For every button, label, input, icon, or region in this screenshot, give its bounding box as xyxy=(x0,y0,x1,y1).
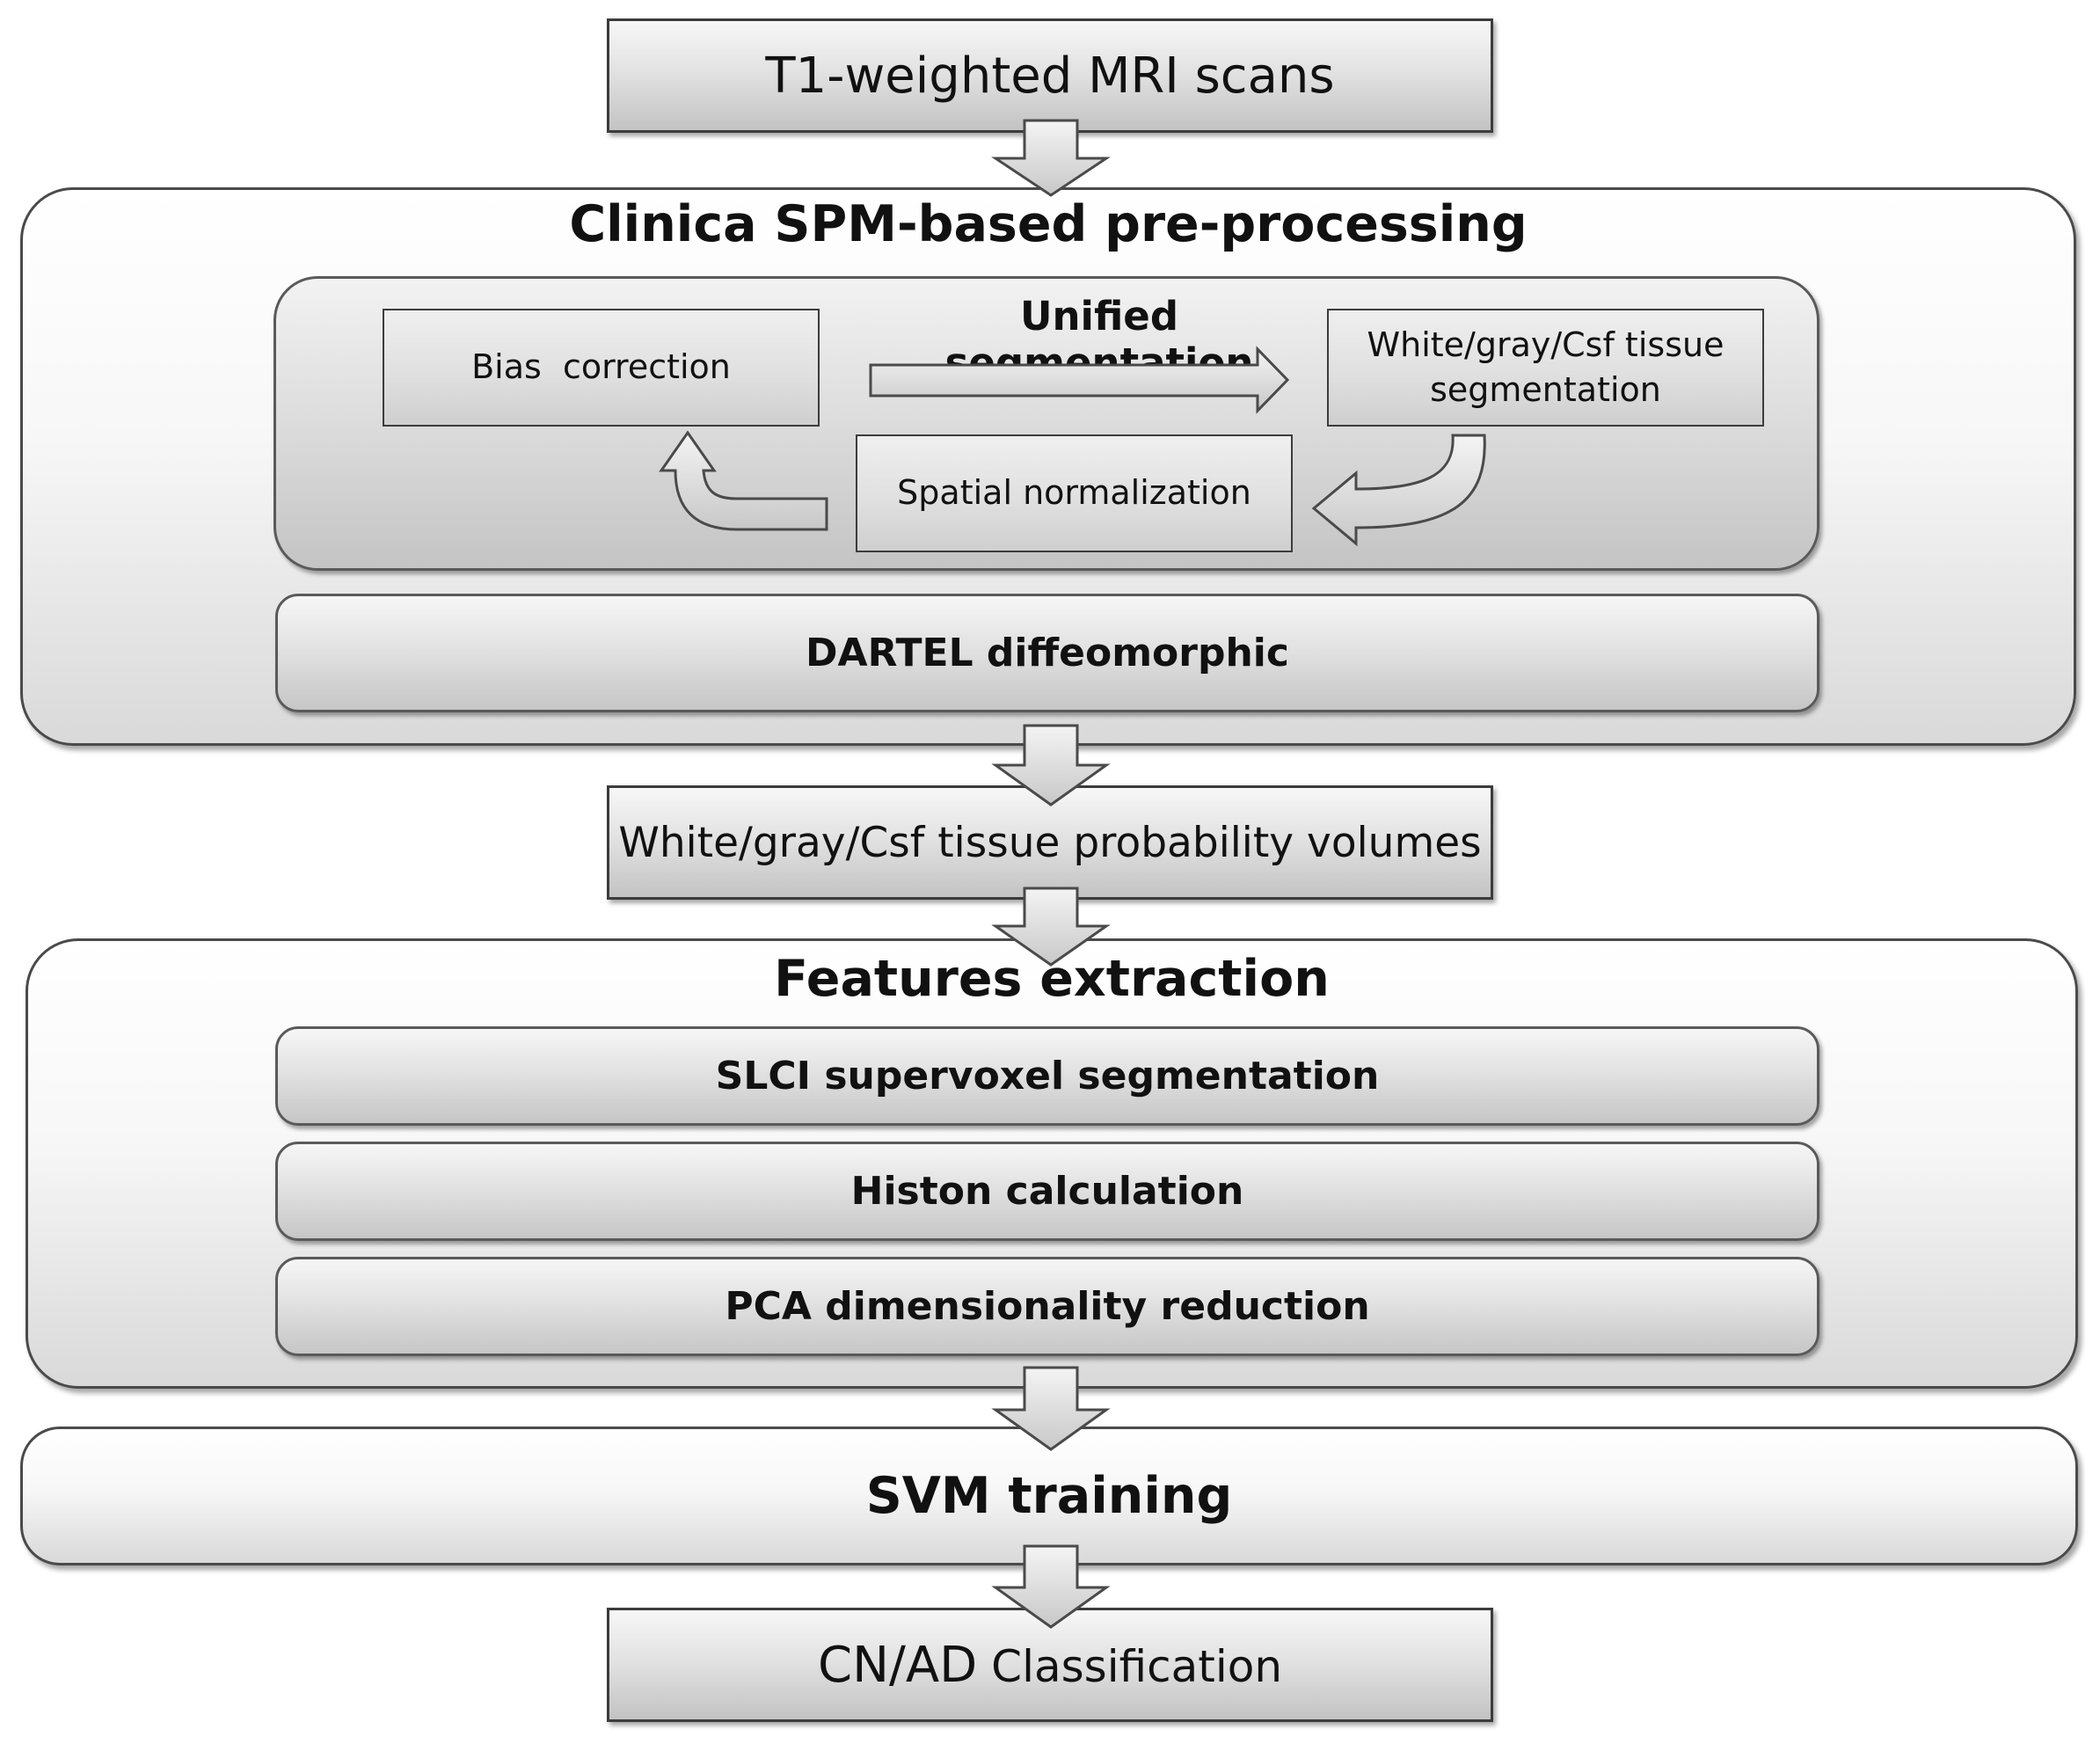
tissue-segmentation-label-line2: segmentation xyxy=(1430,370,1661,409)
feature-step-label: PCA dimensionality reduction xyxy=(725,1284,1370,1329)
bias-correction-label: Bias correction xyxy=(471,347,731,387)
stage-mri-scans-label: T1-weighted MRI scans xyxy=(765,47,1335,105)
bias-correction-box: Bias correction xyxy=(383,309,820,427)
preprocessing-title: Clinica SPM-based pre-processing xyxy=(569,195,1528,253)
feature-step-histon: Histon calculation xyxy=(275,1142,1819,1241)
tissue-segmentation-label-line1: White/gray/Csf tissue xyxy=(1367,325,1724,364)
unified-segmentation-label: Unified segmentation xyxy=(944,293,1254,386)
stage-probability-volumes-label: White/gray/Csf tissue probability volume… xyxy=(618,818,1482,867)
spatial-normalization-box: Spatial normalization xyxy=(856,434,1293,552)
dartel-bar: DARTEL diffeomorphic xyxy=(275,594,1819,712)
classification-main: CN/AD xyxy=(817,1636,978,1694)
feature-step-pca: PCA dimensionality reduction xyxy=(275,1257,1819,1356)
stage-classification-label: CN/AD Classification xyxy=(818,1637,1282,1694)
stage-mri-scans: T1-weighted MRI scans xyxy=(607,18,1493,133)
tissue-segmentation-box: White/gray/Csf tissue segmentation xyxy=(1327,309,1764,427)
stage-classification: CN/AD Classification xyxy=(607,1608,1493,1722)
feature-step-label: SLCI supervoxel segmentation xyxy=(715,1054,1380,1098)
dartel-label: DARTEL diffeomorphic xyxy=(806,631,1289,675)
svm-training-panel: SVM training xyxy=(20,1427,2078,1565)
feature-step-label: Histon calculation xyxy=(850,1169,1244,1214)
feature-step-supervoxel: SLCI supervoxel segmentation xyxy=(275,1026,1819,1126)
features-extraction-title: Features extraction xyxy=(774,950,1330,1008)
spatial-normalization-label: Spatial normalization xyxy=(897,473,1251,513)
stage-probability-volumes: White/gray/Csf tissue probability volume… xyxy=(607,785,1493,900)
classification-rest: Classification xyxy=(977,1640,1283,1692)
svm-training-title: SVM training xyxy=(865,1467,1233,1525)
